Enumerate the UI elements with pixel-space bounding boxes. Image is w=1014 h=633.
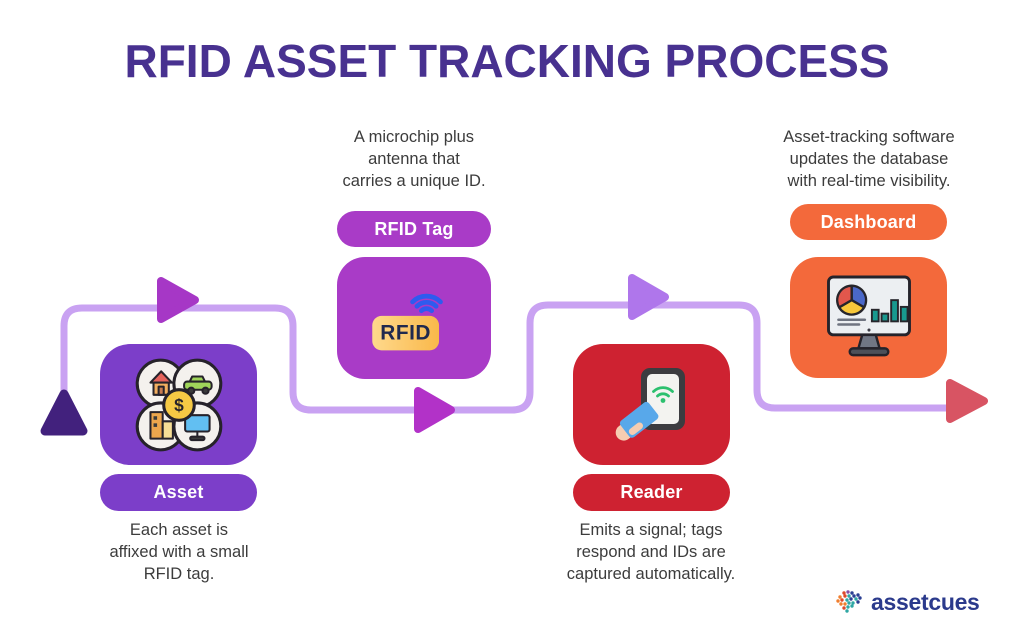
coin-dollar-glyph: $: [174, 395, 184, 415]
dashboard-description: Asset-tracking software updates the data…: [783, 128, 955, 191]
handheld-reader-icon: [615, 367, 685, 441]
assetcues-logo: assetcues: [834, 588, 980, 616]
dashboard-step-box: [790, 257, 947, 378]
reader-label-pill: Reader: [573, 474, 730, 511]
flow-arrow-2-icon: [414, 387, 455, 433]
dashboard-label-pill: Dashboard: [790, 204, 947, 240]
asset-description: Each asset is affixed with a small RFID …: [109, 521, 249, 584]
dashboard-monitor-icon: [826, 275, 911, 357]
rfid-tag-label: RFID Tag: [374, 218, 454, 239]
assetcues-logo-text: assetcues: [871, 588, 980, 615]
reader-description: Emits a signal; tags respond and IDs are…: [566, 521, 736, 584]
flow-arrow-1-icon: [157, 277, 199, 323]
asset-step-box: $: [100, 344, 257, 465]
page-title: RFID ASSET TRACKING PROCESS: [124, 35, 890, 87]
rfid-tag-step-box: RFID: [337, 257, 491, 379]
reader-label: Reader: [620, 482, 683, 502]
rfid-tag-description: A microchip plus antenna that carries a …: [342, 128, 486, 191]
assetcues-dots-icon: [836, 590, 862, 613]
asset-categories-icon: $: [135, 358, 222, 451]
reader-step-box: [573, 344, 730, 465]
dashboard-label: Dashboard: [820, 211, 917, 232]
flow-line: [60, 301, 956, 428]
flow-arrow-3-icon: [628, 274, 669, 320]
flow-start-triangle-icon: [40, 389, 88, 436]
rfid-tag-label-pill: RFID Tag: [337, 211, 491, 247]
flow-arrow-4-icon: [946, 379, 988, 423]
asset-label: Asset: [153, 482, 204, 502]
rfid-tag-icon: RFID: [372, 293, 443, 351]
rfid-icon-text: RFID: [380, 321, 431, 344]
asset-label-pill: Asset: [100, 474, 257, 511]
